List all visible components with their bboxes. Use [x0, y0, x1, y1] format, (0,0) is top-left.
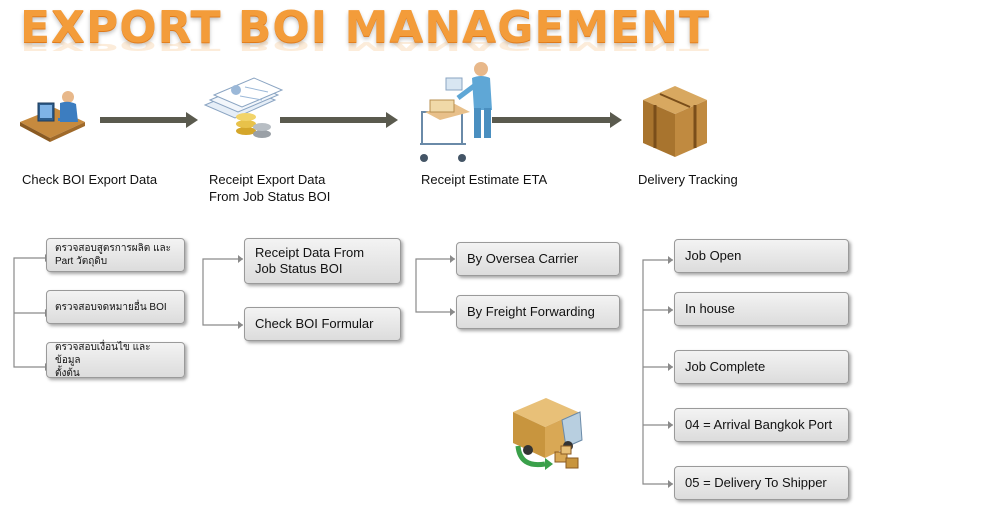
item-line1: ตรวจสอบเงื่อนไข และ ข้อมูล	[55, 341, 151, 366]
item-line2: ตั้งต้น	[55, 367, 80, 379]
page-title: EXPORT BOI MANAGEMENT	[20, 2, 711, 53]
group1-connector	[13, 257, 45, 368]
stage-label-line1: Receipt Estimate ETA	[421, 172, 548, 187]
group1-item: ตรวจสอบสูตรการผลิต และ Part วัตถุดิบ	[46, 238, 185, 272]
stage-label-line2: From Job Status BOI	[209, 189, 331, 204]
stage-label-receipt-eta: Receipt Estimate ETA	[421, 171, 547, 188]
group1-item: ตรวจสอบจดหมายอื่น BOI	[46, 290, 185, 324]
group3-item: By Oversea Carrier	[456, 242, 620, 276]
flow-arrow-1	[100, 112, 198, 128]
flow-arrow-3	[492, 112, 622, 128]
item-line2: Job Status BOI	[255, 261, 343, 276]
stage-label-delivery-tracking: Delivery Tracking	[638, 171, 738, 188]
flow-arrow-2	[280, 112, 398, 128]
group4-item: Job Complete	[674, 350, 849, 384]
group2-connector	[202, 258, 243, 326]
group4-item: Job Open	[674, 239, 849, 273]
stage-label-check-boi: Check BOI Export Data	[22, 171, 157, 188]
item-line1: ตรวจสอบจดหมายอื่น BOI	[55, 301, 167, 313]
group2-item: Receipt Data From Job Status BOI	[244, 238, 401, 284]
group2-item: Check BOI Formular	[244, 307, 401, 341]
group4-item: 05 = Delivery To Shipper	[674, 466, 849, 500]
group4-item: In house	[674, 292, 849, 326]
item-line1: 05 = Delivery To Shipper	[685, 475, 827, 490]
item-line1: By Freight Forwarding	[467, 304, 595, 319]
item-line1: Check BOI Formular	[255, 316, 374, 331]
item-line1: Job Open	[685, 248, 742, 263]
group3-connector	[415, 258, 455, 313]
stage-label-line1: Delivery Tracking	[638, 172, 738, 187]
item-line1: In house	[685, 301, 735, 316]
stage-label-receipt-export: Receipt Export Data From Job Status BOI	[209, 171, 330, 205]
group4-item: 04 = Arrival Bangkok Port	[674, 408, 849, 442]
item-line1: ตรวจสอบสูตรการผลิต และ	[55, 243, 172, 254]
group1-item: ตรวจสอบเงื่อนไข และ ข้อมูล ตั้งต้น	[46, 341, 185, 379]
stage-label-line1: Receipt Export Data	[209, 172, 326, 187]
item-line1: Receipt Data From	[255, 245, 365, 260]
stage-label-line1: Check BOI Export Data	[22, 172, 158, 187]
item-line1: Job Complete	[685, 359, 766, 374]
item-line1: By Oversea Carrier	[467, 251, 579, 266]
item-line1: 04 = Arrival Bangkok Port	[685, 417, 833, 432]
item-line2: Part วัตถุดิบ	[55, 256, 108, 267]
group3-item: By Freight Forwarding	[456, 295, 620, 329]
